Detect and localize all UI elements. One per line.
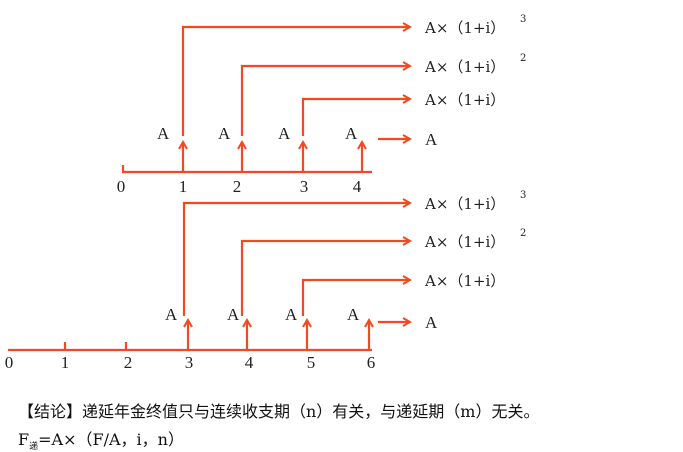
- tick-label: 6: [367, 353, 376, 372]
- exponent: 2: [520, 228, 526, 239]
- compound-arrow: [301, 280, 410, 316]
- future-value-label: A: [425, 313, 438, 332]
- formula-rest: =A×（F/A，i，n）: [38, 430, 184, 449]
- compound-arrow: [181, 27, 410, 136]
- formula-sub: 递: [29, 442, 39, 452]
- exponent: 3: [520, 190, 526, 201]
- compound-arrow: [240, 66, 410, 136]
- future-value-label: A: [425, 130, 438, 149]
- tick-label: 2: [233, 177, 242, 196]
- future-value-label: A×（1+i）: [424, 58, 505, 76]
- tick-label: 0: [5, 353, 14, 372]
- future-value-label: A×（1+i）: [424, 91, 505, 109]
- payment-label: A: [165, 305, 178, 324]
- future-value-label: A×（1+i）: [424, 272, 505, 290]
- payment-label: A: [285, 305, 298, 324]
- formula-f: F: [18, 430, 30, 449]
- tick-label: 5: [307, 353, 316, 372]
- exponent: 3: [520, 14, 526, 25]
- future-value-label: A×（1+i）: [424, 195, 505, 213]
- tick-label: 4: [353, 177, 362, 196]
- tick-label: 3: [185, 353, 194, 372]
- deferral-ticks: [63, 342, 128, 350]
- future-value-label: A×（1+i）: [424, 233, 505, 251]
- tick-label: 0: [117, 177, 126, 196]
- formula: F递=A×（F/A，i，n）: [18, 426, 184, 452]
- top-axis: [121, 165, 372, 174]
- payment-label: A: [227, 305, 240, 324]
- payment-label: A: [345, 124, 358, 143]
- tick-label: 2: [124, 353, 133, 372]
- compound-arrow: [301, 99, 410, 136]
- tick-label: 4: [245, 353, 254, 372]
- conclusion-text: 【结论】递延年金终值只与连续收支期（n）有关，与递延期（m）无关。: [18, 402, 540, 421]
- tick-label: 1: [179, 177, 188, 196]
- tick-label: 1: [61, 353, 70, 372]
- payment-label: A: [347, 305, 360, 324]
- compound-arrow: [182, 203, 410, 316]
- future-value-label: A×（1+i）: [424, 19, 505, 37]
- exponent: 2: [520, 53, 526, 64]
- payment-label: A: [157, 124, 170, 143]
- compound-arrow: [240, 241, 410, 316]
- payment-label: A: [278, 124, 291, 143]
- payment-label: A: [218, 124, 231, 143]
- tick-label: 3: [300, 177, 309, 196]
